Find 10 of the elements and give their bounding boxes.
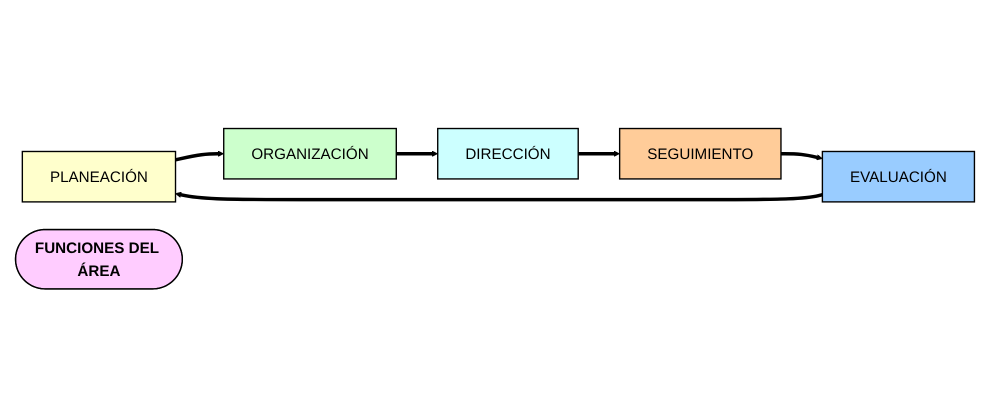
arrow	[175, 192, 823, 202]
node-box: ORGANIZACIÓN	[223, 128, 397, 180]
arrow	[396, 150, 438, 157]
arrow	[175, 150, 224, 162]
node-box: EVALUACIÓN	[822, 150, 976, 202]
node-box: DIRECCIÓN	[437, 128, 579, 180]
node-box: SEGUIMIENTO	[618, 128, 782, 180]
arrow	[578, 150, 620, 157]
arrow	[780, 152, 823, 160]
node-box: PLANEACIÓN	[22, 150, 176, 202]
